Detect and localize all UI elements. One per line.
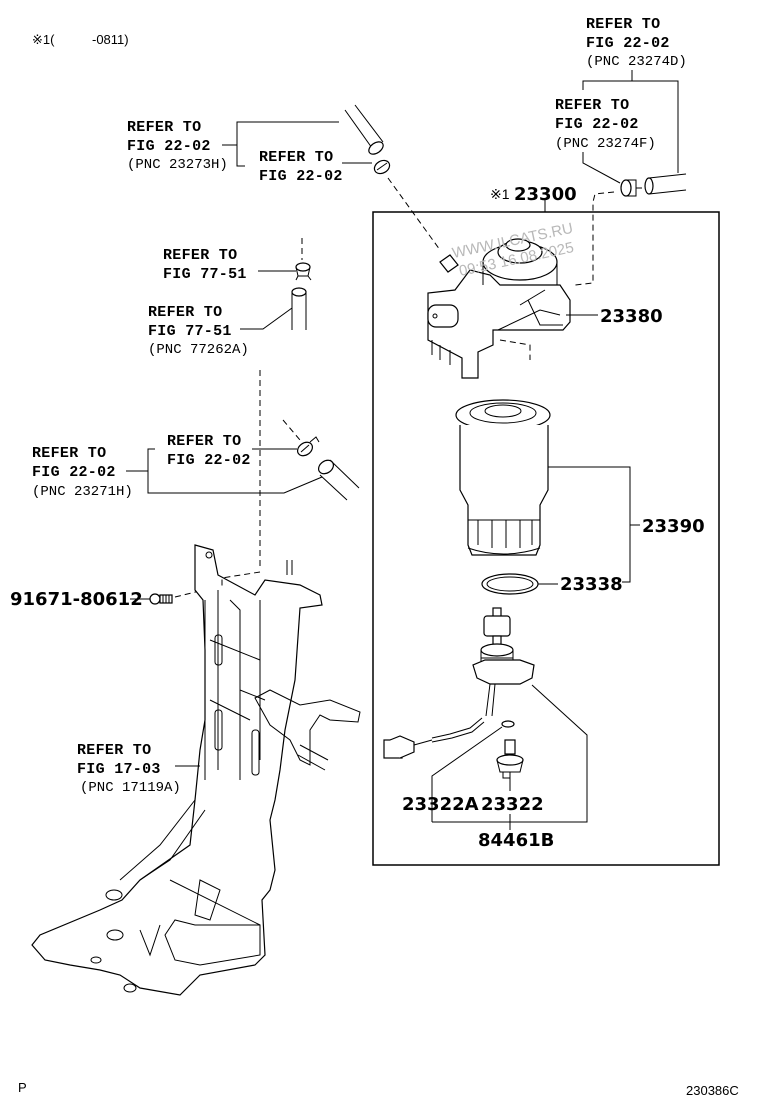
hose-77262a [291,287,307,330]
part-number-23300[interactable]: 23300 [514,184,577,205]
callout-clamp-mid[interactable]: REFER TO FIG 22-02 [167,433,251,469]
callout-77262a[interactable]: REFER TO FIG 77-51 (PNC 77262A) [148,304,249,358]
callout-line1: REFER TO [77,742,151,759]
callout-line3: (PNC 23274F) [555,136,656,152]
sensor-plug[interactable] [496,739,524,779]
hose-clamp-top-right [620,179,642,197]
callout-line1: REFER TO [148,304,222,321]
note-range: -0811) [92,32,129,47]
callout-line1: REFER TO [167,433,241,450]
hose-top [344,104,384,155]
watermark: WWW.ILCATS.RU 09:53 16.08.2025 [451,220,576,280]
callout-line2: FIG 22-02 [586,35,670,52]
callout-23271h[interactable]: REFER TO FIG 22-02 (PNC 23271H) [32,445,133,500]
callout-line1: REFER TO [555,97,629,114]
o-ring[interactable] [481,573,539,595]
footer-left-mark: P [18,1080,27,1095]
callout-line2: FIG 22-02 [259,168,343,185]
hose-clamp-top [373,159,391,175]
leader-line [147,448,323,494]
dashed-connection [499,339,531,360]
filter-bracket[interactable] [31,544,361,996]
sensor-o-ring[interactable] [501,720,515,728]
leader-line [582,152,621,184]
leader-line [632,80,679,173]
callout-line2: FIG 22-02 [32,464,116,481]
callout-line3: (PNC 23271H) [32,484,133,500]
callout-line1: REFER TO [163,247,237,264]
callout-line3: (PNC 77262A) [148,342,249,358]
callout-clamp-7751[interactable]: REFER TO FIG 77-51 [163,247,247,283]
fuel-filter-head[interactable] [427,238,571,379]
fuel-filter-element[interactable] [455,399,551,556]
water-level-sensor[interactable] [472,607,535,717]
leader-line [582,70,633,90]
callout-line2: FIG 77-51 [148,323,232,340]
assembly-label[interactable]: ※1 23300 [490,184,577,205]
callout-line2: FIG 77-51 [163,266,247,283]
hose-top-right [644,173,687,195]
leader-line [431,726,503,822]
note-marker: ※1( [32,32,55,47]
part-number-23380[interactable]: 23380 [600,306,663,327]
hose-clamp-mid [296,436,320,457]
callout-line2: FIG 22-02 [127,138,211,155]
callout-23273h[interactable]: REFER TO FIG 22-02 (PNC 23273H) [127,119,228,173]
callout-23274f[interactable]: REFER TO FIG 22-02 (PNC 23274F) [555,97,656,152]
assembly-prefix: ※1 [490,186,510,202]
part-number-23322[interactable]: 23322 [481,794,544,815]
bolt[interactable] [149,593,173,605]
callout-line1: REFER TO [127,119,201,136]
hose-clamp-7751 [295,262,312,281]
callout-line3: (PNC 17119A) [80,780,181,796]
part-number-84461b[interactable]: 84461B [478,830,554,851]
leader-line [240,307,293,330]
applicability-note: ※1( -0811) [32,32,129,47]
assembly-frame [372,211,720,866]
callout-line1: REFER TO [32,445,106,462]
callout-line3: (PNC 23273H) [127,157,228,173]
dashed-connection [387,177,441,251]
callout-line2: FIG 22-02 [555,116,639,133]
part-number-23338[interactable]: 23338 [560,574,623,595]
leader-line [236,121,339,167]
callout-line2: FIG 22-02 [167,452,251,469]
callout-line3: (PNC 23274D) [586,54,687,70]
hose-mid [317,459,360,501]
callout-line1: REFER TO [586,16,660,33]
callout-line1: REFER TO [259,149,333,166]
callout-line2: FIG 17-03 [77,761,161,778]
part-number-91671-80612[interactable]: 91671-80612 [10,589,143,610]
part-number-23322a[interactable]: 23322A [402,794,479,815]
dashed-connection [221,571,261,588]
part-number-23390[interactable]: 23390 [642,516,705,537]
dashed-connection [574,191,615,286]
callout-23274d[interactable]: REFER TO FIG 22-02 (PNC 23274D) [586,16,687,70]
leader-line [548,466,631,583]
callout-17119a[interactable]: REFER TO FIG 17-03 (PNC 17119A) [77,742,181,796]
sensor-wire-harness[interactable] [383,717,485,759]
callout-clamp-top[interactable]: REFER TO FIG 22-02 [259,149,343,185]
dashed-connection [282,419,301,441]
figure-code: 230386C [686,1083,739,1098]
